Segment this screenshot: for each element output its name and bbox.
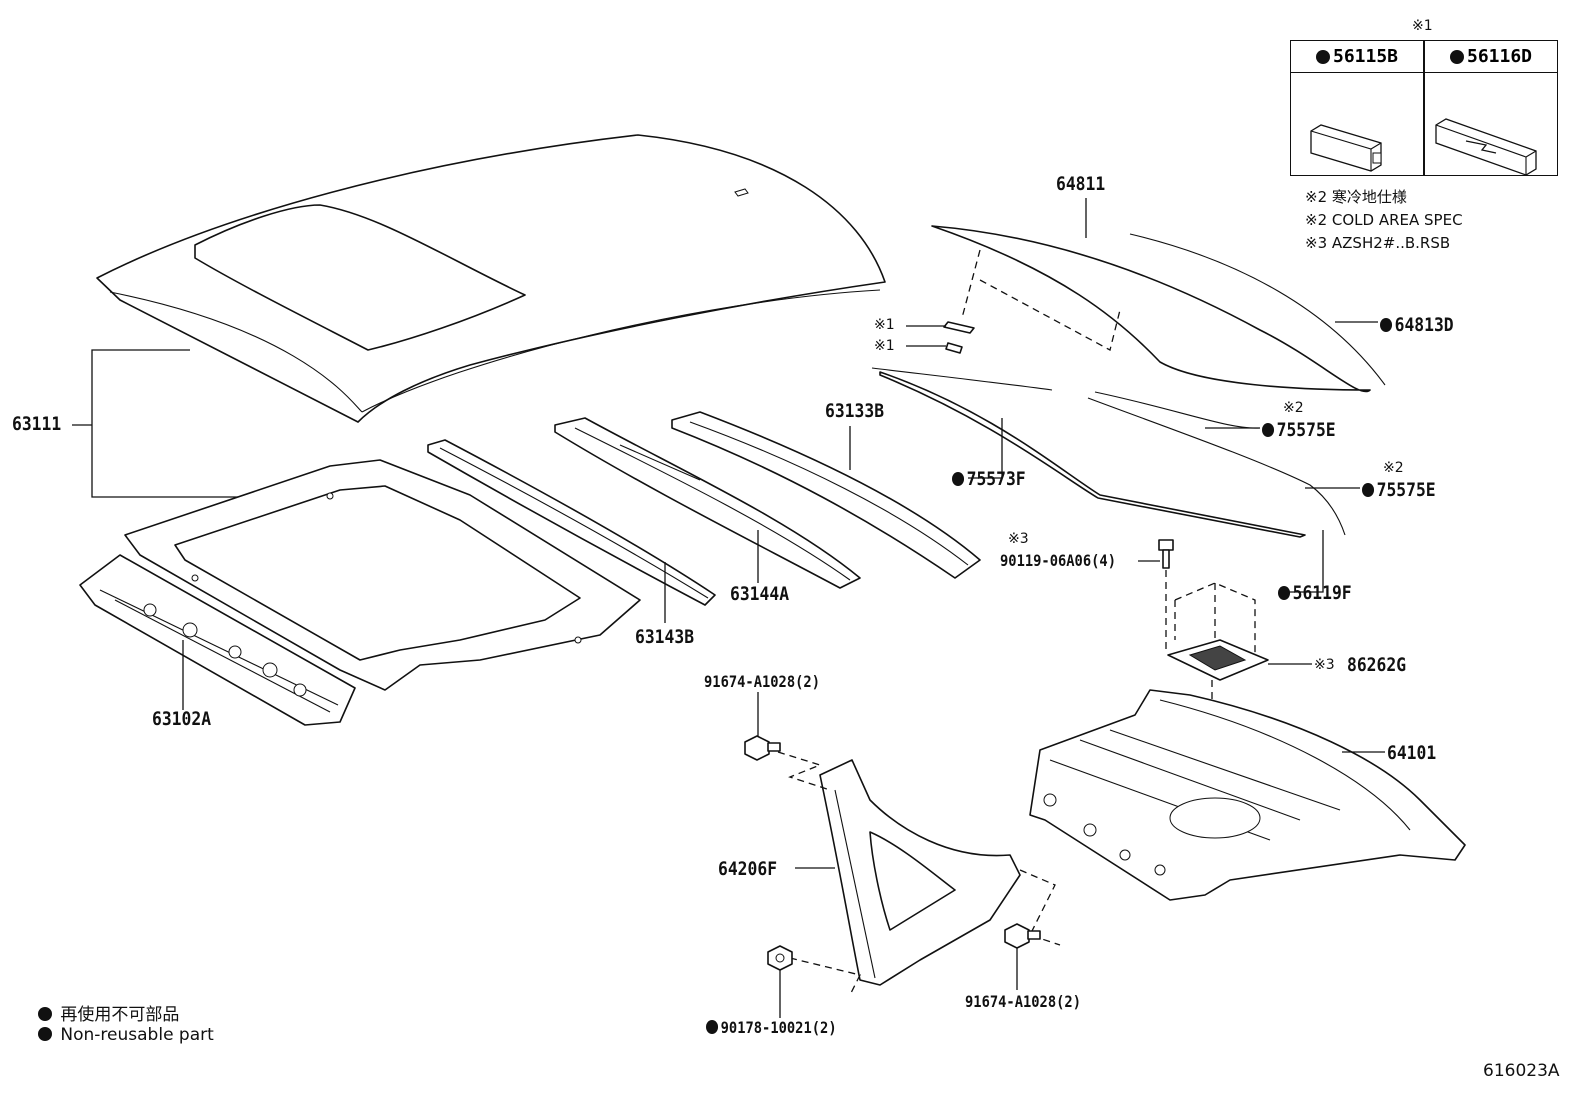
non-reusable-bullet — [38, 1007, 52, 1021]
label-63102a: 63102A — [152, 708, 212, 730]
label-90119-06a06: 90119-06A06(4) — [1000, 551, 1116, 570]
table-header-col1: 56115B — [1291, 41, 1423, 73]
table-header-col1-text: 56115B — [1332, 46, 1399, 67]
non-reusable-bullet — [38, 1027, 52, 1041]
label-56119f-text: 56119F — [1292, 582, 1352, 604]
sunroof-frame — [124, 459, 641, 691]
label-64811: 64811 — [1056, 173, 1106, 195]
legend-non-reusable-en: Non-reusable part — [38, 1025, 214, 1045]
label-91674-a1028-top: 91674-A1028(2) — [704, 672, 820, 691]
ref-mark-1-table: ※1 — [1412, 18, 1433, 34]
roof-bow-63143b — [427, 439, 716, 623]
label-64813d-text: 64813D — [1394, 314, 1454, 336]
label-63144a: 63144A — [730, 583, 790, 605]
label-91674-a1028-bottom: 91674-A1028(2) — [965, 992, 1081, 1011]
clips-56115b-56116d — [906, 321, 975, 354]
non-reusable-bullet — [952, 472, 965, 486]
non-reusable-bullet — [1362, 483, 1375, 497]
label-75573f: 75573F — [952, 470, 1026, 489]
label-63133b: 63133B — [825, 400, 885, 422]
label-75573f-text: 75573F — [966, 468, 1026, 490]
table-header-col2-text: 56116D — [1466, 46, 1533, 67]
ref-mark-2b: ※2 — [1383, 460, 1404, 476]
rear-pillar-brace — [777, 751, 1061, 996]
non-reusable-bullet — [1449, 49, 1464, 64]
table-illustrations — [1310, 118, 1537, 175]
package-tray — [1029, 689, 1466, 901]
note-cold-area-jp: ※2 寒冷地仕様 — [1305, 188, 1407, 206]
front-roof-header — [79, 554, 356, 726]
label-63111: 63111 — [12, 413, 62, 435]
roof-panel — [96, 134, 886, 423]
label-75575e-lower-text: 75575E — [1376, 479, 1436, 501]
ref-mark-3b: ※3 — [1314, 657, 1335, 673]
back-glass — [931, 198, 1386, 393]
label-90178-10021: 90178-10021(2) — [706, 1020, 837, 1036]
label-63143b: 63143B — [635, 626, 695, 648]
non-reusable-bullet — [1315, 49, 1330, 64]
note-model-code: ※3 AZSH2#..B.RSB — [1305, 234, 1451, 252]
legend-non-reusable-jp: 再使用不可部品 — [38, 1000, 179, 1025]
table-divider — [1423, 41, 1425, 175]
moldings — [871, 367, 1360, 593]
label-75575e-upper: 75575E — [1262, 421, 1336, 440]
diagram-id: 616023A — [1483, 1061, 1560, 1081]
label-86262g: 86262G — [1347, 654, 1407, 676]
legend-en-text: Non-reusable part — [60, 1025, 214, 1045]
roof-bow-63144a — [554, 417, 861, 589]
label-64101: 64101 — [1387, 742, 1437, 764]
note-cold-area-en: ※2 COLD AREA SPEC — [1305, 211, 1463, 229]
ref-mark-1a: ※1 — [874, 317, 895, 333]
label-75575e-lower: 75575E — [1362, 481, 1436, 500]
bolts — [744, 692, 1041, 1018]
ref-mark-3a: ※3 — [1008, 531, 1029, 547]
non-reusable-bullet — [1278, 586, 1291, 600]
speaker-bracket — [1138, 539, 1312, 790]
non-reusable-bullet — [1380, 318, 1393, 332]
label-56119f: 56119F — [1278, 584, 1352, 603]
legend-jp-text: 再使用不可部品 — [60, 1005, 180, 1025]
ref-mark-2a: ※2 — [1283, 400, 1304, 416]
clip-options-table: 56115B 56116D — [1290, 40, 1558, 176]
non-reusable-bullet — [1262, 423, 1275, 437]
roof-bow-63133b — [671, 411, 981, 579]
ref-mark-1b: ※1 — [874, 338, 895, 354]
label-64813d: 64813D — [1380, 316, 1454, 335]
label-90178-10021-text: 90178-10021(2) — [720, 1018, 837, 1037]
label-64206f: 64206F — [718, 858, 778, 880]
non-reusable-bullet — [706, 1020, 719, 1034]
table-header-col2: 56116D — [1425, 41, 1557, 73]
leader-63111 — [72, 349, 248, 498]
label-75575e-upper-text: 75575E — [1276, 419, 1336, 441]
